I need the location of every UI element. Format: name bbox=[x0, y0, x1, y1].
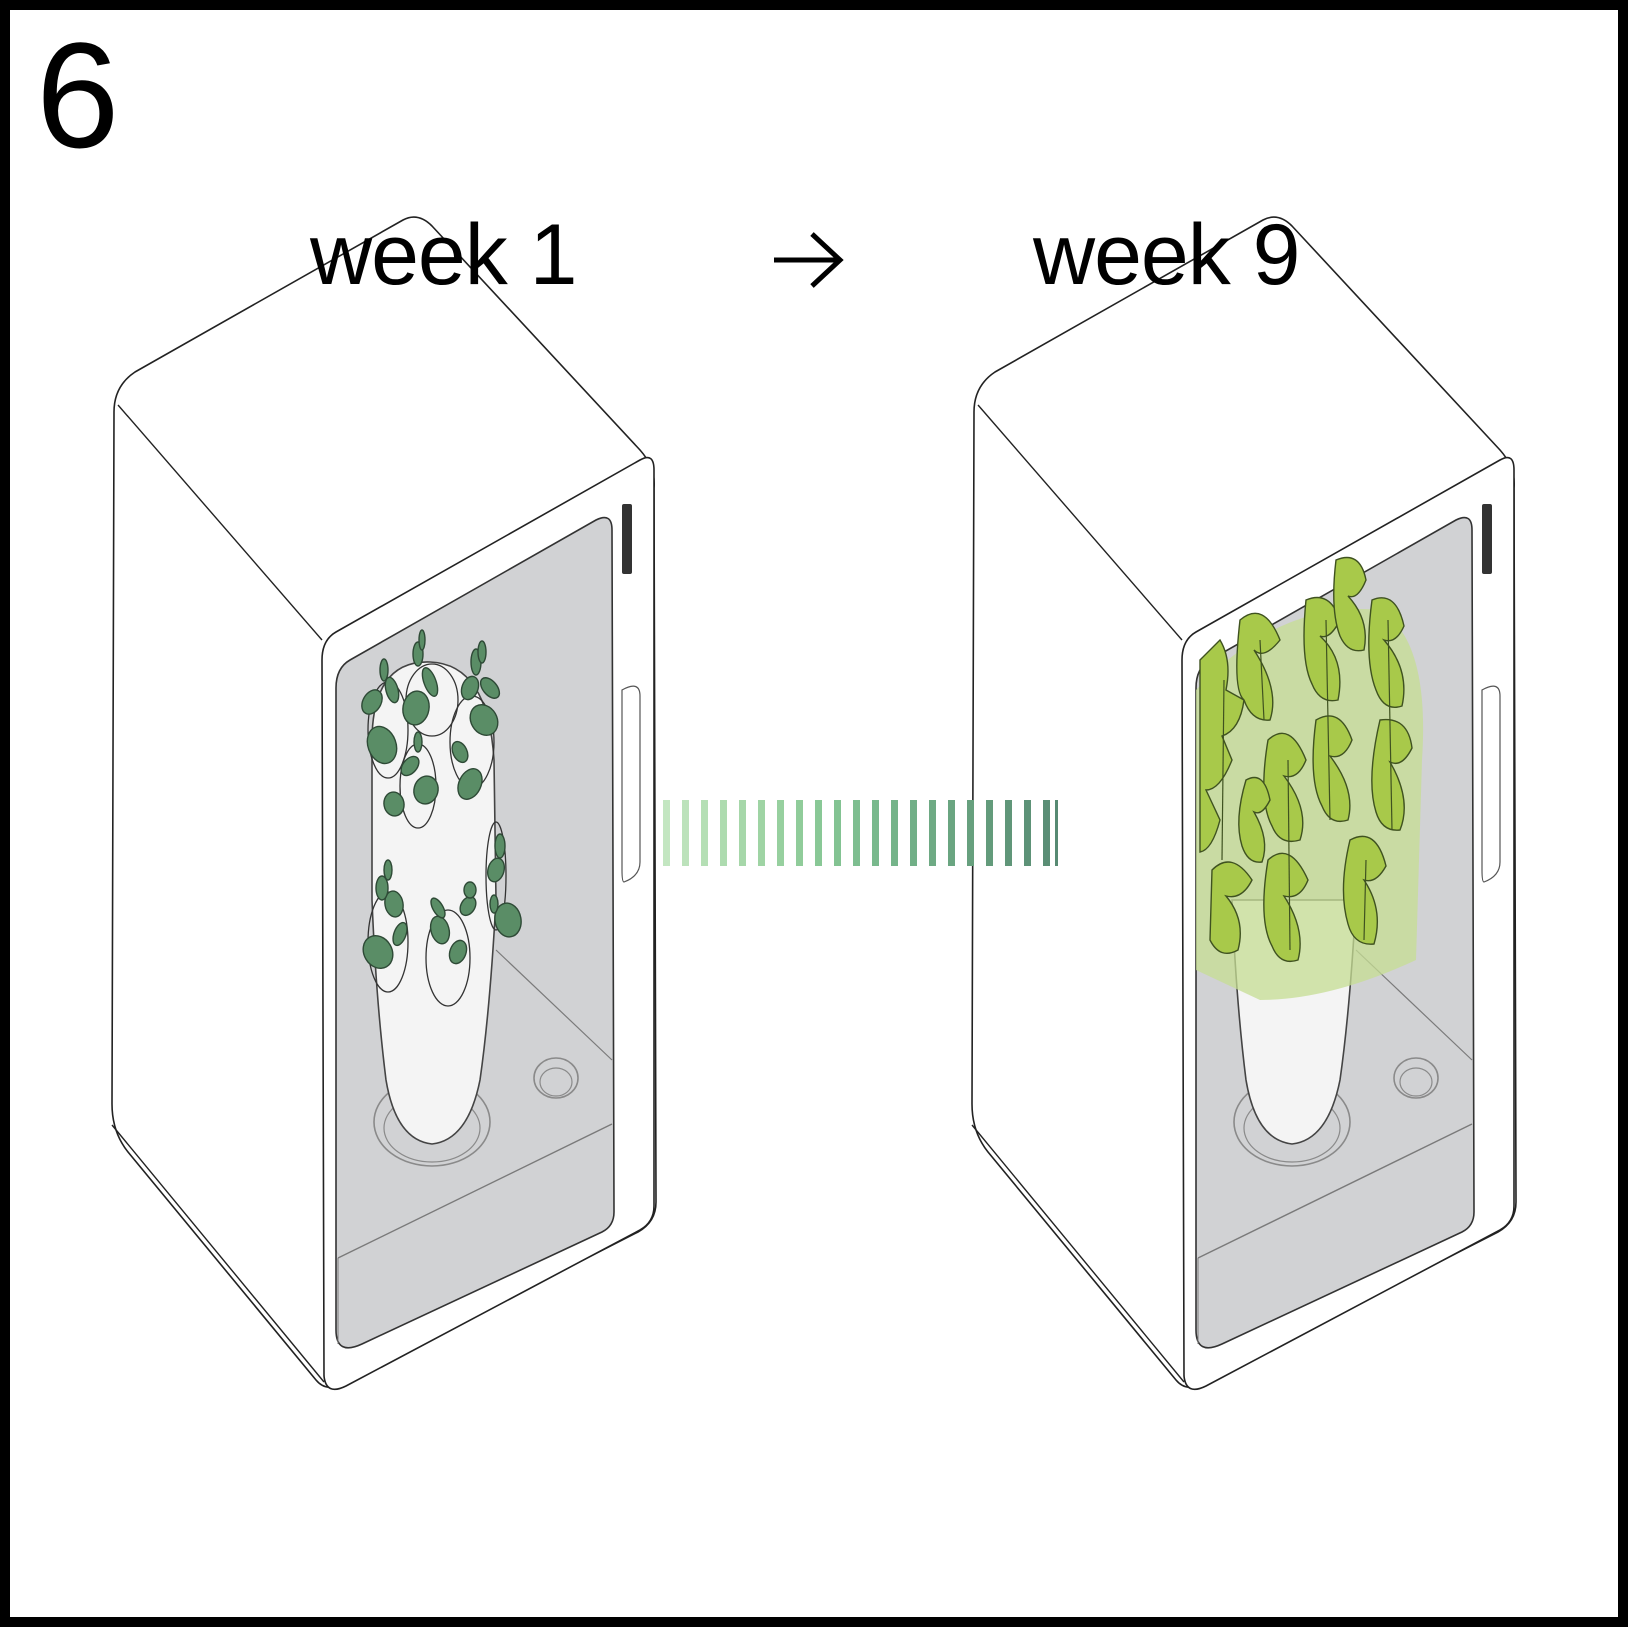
mature-plants bbox=[1196, 556, 1424, 1000]
seedlings bbox=[361, 629, 522, 970]
growth-progress-bars bbox=[663, 800, 1058, 866]
step-number: 6 bbox=[36, 11, 120, 179]
cabinet-week-1 bbox=[111, 216, 657, 1391]
cabinet-week-9 bbox=[971, 216, 1517, 1391]
stage-label-week-1: week 1 bbox=[310, 207, 577, 303]
stage-label-week-9: week 9 bbox=[1033, 207, 1300, 303]
right-arrow-icon bbox=[774, 232, 844, 288]
